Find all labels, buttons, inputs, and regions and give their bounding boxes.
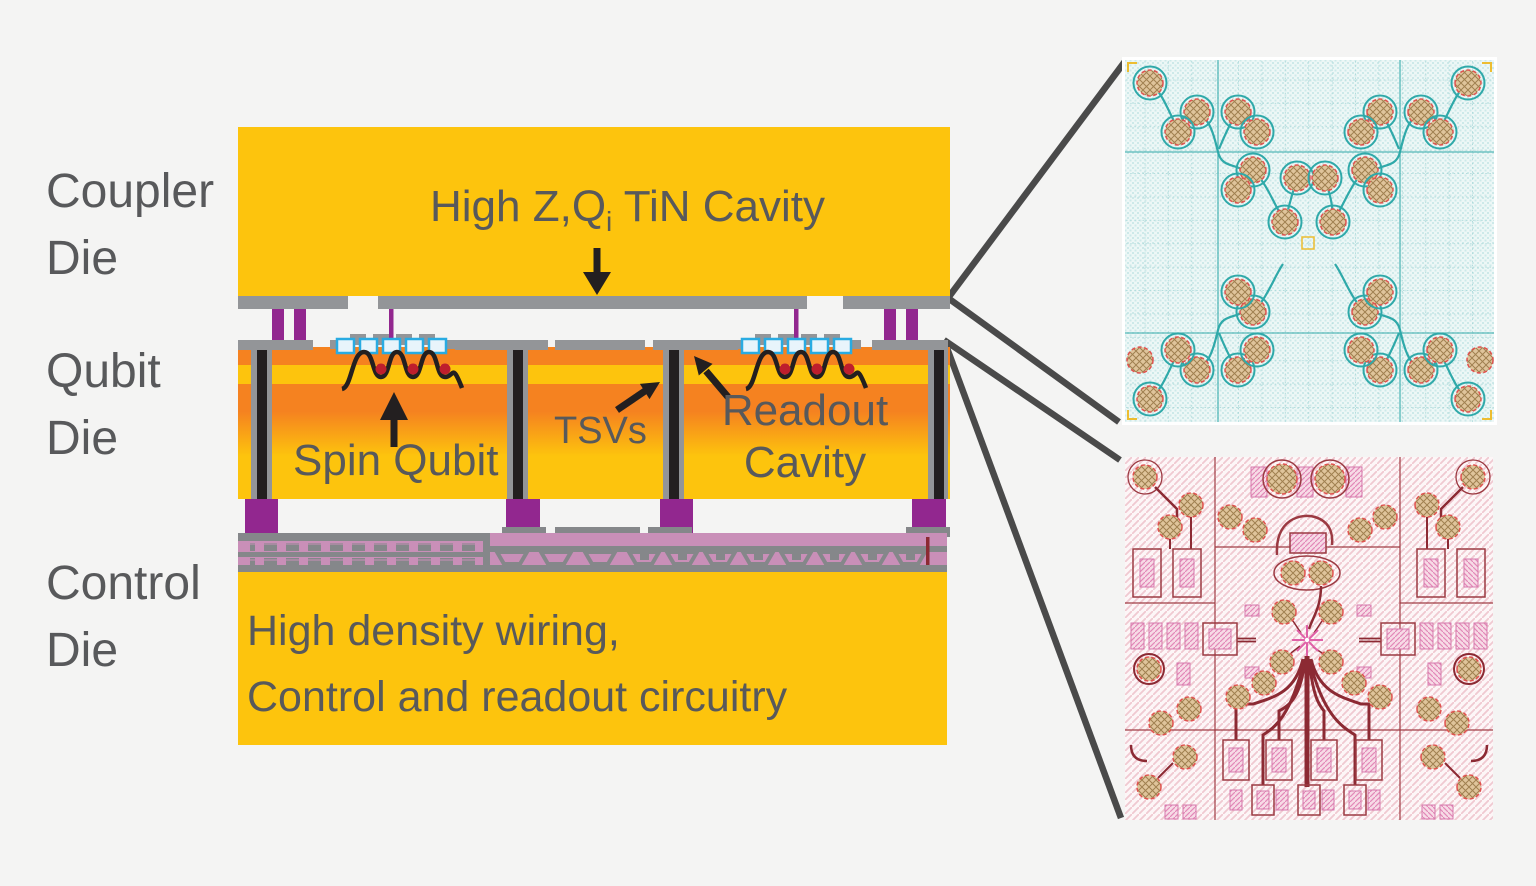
- gate-electrode: [740, 337, 761, 355]
- callout-line-qubit-bottom: [940, 338, 1125, 820]
- callout-lines: [940, 58, 1129, 820]
- electron-dot: [779, 363, 791, 375]
- wiring-dash-row: [250, 543, 482, 551]
- tsv: [507, 350, 528, 499]
- potential-well: [340, 349, 465, 392]
- callout-line-coupler-bottom: [946, 295, 1121, 425]
- gate-electrode: [404, 337, 425, 355]
- tsvs-label: TSVs: [554, 410, 647, 452]
- tin-cavity-label-sub: i: [606, 205, 613, 237]
- control-die-caption-line2: Control and readout circuitry: [247, 673, 788, 721]
- bond-pillar: [272, 309, 284, 341]
- wiring-dash-row: [250, 558, 482, 565]
- bond-pillar: [884, 309, 896, 341]
- coupler-metal-center: [378, 296, 807, 309]
- tsv-columns: [251, 350, 948, 499]
- qubit-die-block: [238, 334, 950, 499]
- spin-qubit-label: Spin Qubit: [293, 436, 499, 485]
- antenna-via: [389, 309, 394, 342]
- callout-line-qubit-top: [942, 337, 1122, 463]
- electron-dot: [375, 363, 387, 375]
- cavity-arrow: [583, 248, 611, 295]
- callout-line-coupler-top: [945, 58, 1129, 300]
- annotation-arrows: [380, 248, 731, 447]
- qubit-top-metal: [238, 340, 948, 350]
- inset-grid-lines: [1125, 60, 1494, 422]
- coupler-metal-right: [843, 296, 950, 309]
- inset-control-layout: [1125, 457, 1493, 820]
- qubit-die-label-line2: Die: [46, 412, 119, 465]
- tsvs-arrow: [615, 382, 660, 413]
- electron-dot: [811, 363, 823, 375]
- coupler-die-label-line1: Coupler: [46, 165, 215, 218]
- control-die-caption: High density wiring, Control and readout …: [247, 598, 787, 730]
- bump-bond: [245, 499, 278, 533]
- inset-corner-marks: [1127, 62, 1492, 420]
- qubit-die-label-line1: Qubit: [46, 345, 161, 398]
- tin-cavity-label-tail: TiN Cavity: [612, 182, 825, 231]
- control-die-label-line2: Die: [46, 624, 119, 677]
- bump-pads: [502, 527, 950, 537]
- gate-electrode: [809, 337, 830, 355]
- potential-well: [744, 349, 869, 392]
- tin-cavity-label-main: High Z,Q: [430, 182, 607, 231]
- antenna-via: [794, 309, 799, 342]
- bond-layer: [272, 309, 918, 342]
- inset-coupler-layout: [1122, 57, 1497, 425]
- coupler-metal-left: [238, 296, 348, 309]
- bond-pillar: [906, 309, 918, 341]
- center-fanout-motif: [1202, 514, 1416, 816]
- spin-qubit-arrow: [380, 392, 408, 447]
- transistor-teeth: [495, 550, 927, 566]
- electron-dot: [407, 363, 419, 375]
- electron-dot: [843, 363, 855, 375]
- qubit-die-body: [238, 347, 950, 499]
- tsv: [663, 350, 684, 499]
- gate-electrode: [335, 337, 356, 355]
- gate-electrode: [832, 337, 853, 355]
- gate-cluster: [735, 334, 861, 355]
- control-die-label-line1: Control: [46, 557, 201, 610]
- electron-dot: [439, 363, 451, 375]
- control-die-caption-line1: High density wiring,: [247, 607, 620, 655]
- control-die-block: [238, 499, 950, 745]
- tsv: [251, 350, 272, 499]
- coupler-die-label-line2: Die: [46, 232, 119, 285]
- tin-cavity-label: High Z,Qi TiN Cavity: [430, 180, 825, 249]
- fanout-pads: [1222, 739, 1383, 816]
- gate-electrode: [427, 337, 448, 355]
- control-die-body: [238, 572, 947, 745]
- readout-arrow: [694, 356, 731, 400]
- bond-pillar: [294, 309, 306, 341]
- readout-cavity-label-line1: Readout: [721, 386, 889, 435]
- readout-cavity-label-line2: Cavity: [743, 438, 867, 487]
- tsv: [928, 350, 948, 499]
- inset-center-marker: [1301, 236, 1315, 250]
